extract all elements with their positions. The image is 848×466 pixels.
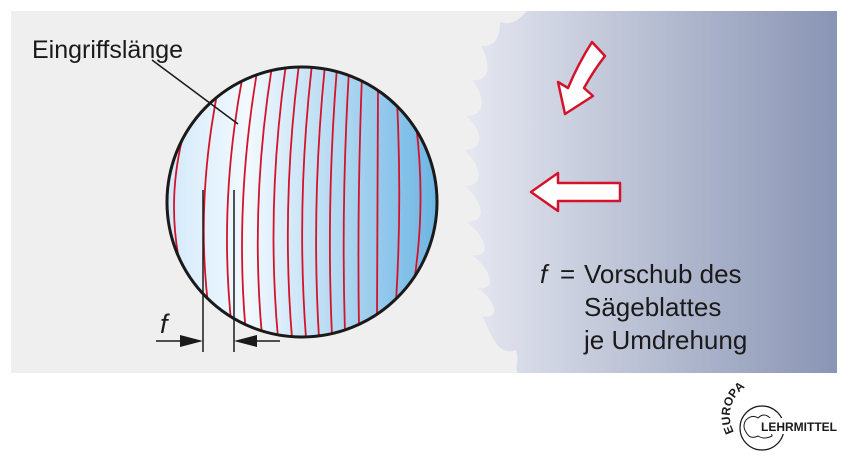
engagement-leader-line (151, 59, 239, 125)
legend-line-2: Sägeblattes (584, 292, 721, 322)
workpiece-outline (165, 65, 439, 339)
rotation-direction-arrow (556, 40, 607, 116)
feed-symbol-label: f (160, 309, 170, 339)
logo-top-text: EUROPA (719, 378, 748, 436)
publisher-logo: EUROPA LEHRMITTEL (719, 378, 838, 451)
globe-icon (743, 414, 777, 439)
legend-line-3: je Umdrehung (583, 325, 747, 355)
feed-direction-arrow (529, 171, 622, 213)
feed-dimension-arrow-right (234, 335, 257, 347)
saw-blade (464, 11, 837, 373)
legend-equals: = (560, 259, 575, 289)
feed-dimension (156, 190, 280, 352)
logo-right-text: LEHRMITTEL (761, 420, 837, 434)
legend-symbol: f (540, 259, 550, 289)
legend-line-1: Vorschub des (584, 259, 742, 289)
cut-trace-lines (173, 67, 422, 337)
engagement-length-label: Eingriffslänge (32, 36, 183, 64)
feed-dimension-arrow-left (180, 335, 203, 347)
